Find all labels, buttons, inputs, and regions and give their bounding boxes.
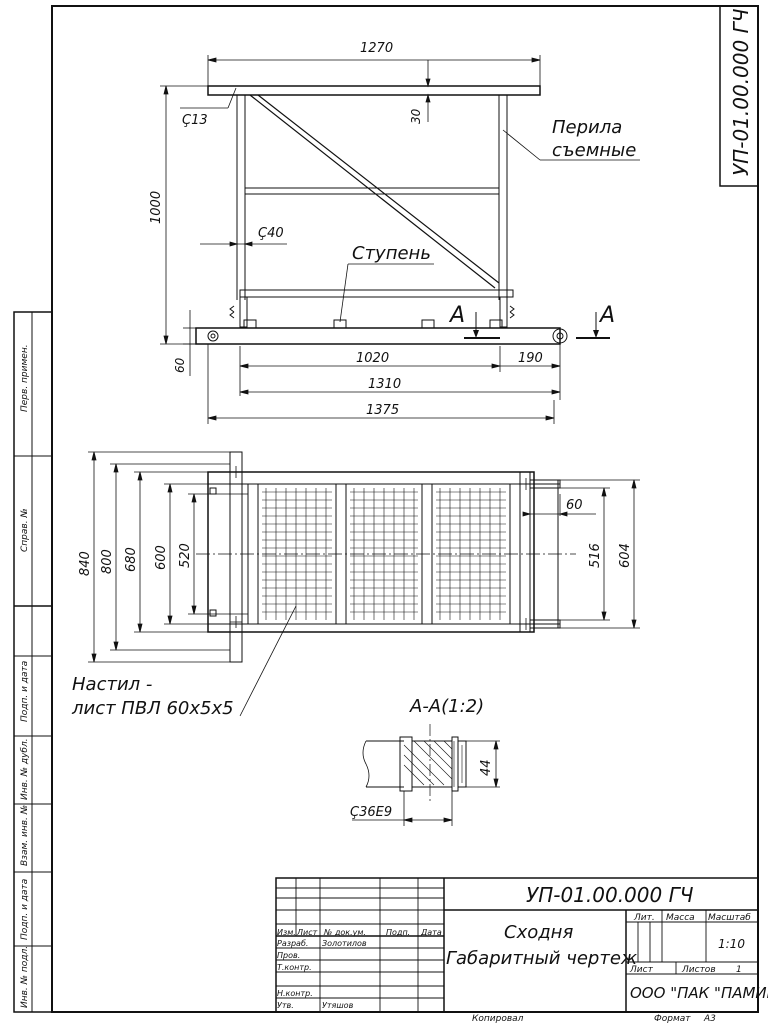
section-label-right: A (598, 303, 615, 328)
row-prov: Пров. (277, 951, 300, 960)
label-step: Ступень (352, 243, 431, 264)
row-utv-name: Утяшов (322, 1001, 354, 1010)
dim-section-height: 44 (479, 759, 494, 776)
stamp-podp-data-1: Подп. и дата (20, 661, 30, 722)
col-date: Дата (420, 928, 442, 937)
label-decking-1: Настил - (72, 674, 152, 695)
dim-span1: 1020 (356, 351, 389, 366)
stamp-podp-data-2: Подп. и дата (20, 879, 30, 940)
plan-labels: 840 800 680 600 520 60 516 604 Настил - … (71, 498, 633, 719)
dim-pipe-top: Ç13 (182, 113, 208, 128)
label-lit: Лит. (633, 913, 655, 923)
dim-width-top: 1270 (360, 41, 393, 56)
row-utv: Утв. (277, 1001, 294, 1010)
row-razrab-name: Золотилов (322, 939, 367, 948)
dim-base-height: 60 (173, 357, 187, 373)
label-railing-2: съемные (552, 140, 636, 161)
dim-pipe-mid: Ç40 (258, 226, 284, 241)
title-name-1: Сходня (504, 922, 573, 943)
dim-60: 60 (566, 498, 583, 513)
label-massa: Масса (666, 913, 695, 923)
footer-format: А3 (703, 1014, 716, 1024)
label-sheet: Лист (629, 965, 654, 975)
plan-view (196, 451, 576, 663)
title-block (275, 877, 759, 1013)
dim-604: 604 (618, 543, 633, 568)
stamp-sprav-no: Справ. № (20, 508, 30, 552)
dim-600: 600 (154, 545, 169, 570)
row-nkontr: Н.контр. (277, 989, 313, 998)
label-railing-1: Перила (552, 117, 622, 138)
stamp-perv-primen: Перв. примен. (20, 344, 30, 412)
title-block-code: УП-01.00.000 ГЧ (526, 883, 694, 907)
value-scale: 1:10 (718, 937, 745, 951)
stamp-vzam-inv: Взам. инв. № (20, 805, 30, 866)
dim-section-fit: Ç36E9 (350, 805, 392, 820)
section-view (362, 724, 467, 802)
section-title: A-A(1:2) (409, 696, 484, 717)
section-markers (464, 312, 610, 339)
label-sheets: Листов (681, 965, 716, 975)
company-name: ООО "ПАК "ПАМИР" (630, 984, 768, 1002)
sheet-frame (13, 5, 759, 1013)
row-razrab: Разраб. (277, 939, 308, 948)
dim-span2: 190 (518, 351, 543, 366)
label-decking-2: лист ПВЛ 60х5х5 (71, 698, 234, 719)
front-view (195, 85, 568, 345)
stamp-inv-podl: Инв. № подл. (20, 946, 30, 1008)
dim-516: 516 (588, 543, 603, 568)
front-labels: 1270 1000 30 Ç13 Ç40 60 1020 190 1310 13… (149, 41, 636, 418)
dim-800: 800 (100, 549, 115, 574)
dim-span3: 1310 (368, 377, 401, 392)
document-code-stamp: УП-01.00.000 ГЧ (729, 8, 753, 176)
dim-520: 520 (178, 543, 193, 568)
col-doc-no: № док.ум. (323, 928, 366, 937)
side-stamps: Перв. примен. Справ. № Подп. и дата Инв.… (20, 344, 30, 1008)
footer-format-label: Формат (654, 1014, 691, 1024)
plan-dimensions (88, 451, 640, 717)
footer-copied: Копировал (472, 1014, 524, 1024)
section-dimensions (352, 740, 500, 826)
stamp-inv-dubl: Инв. № дубл. (20, 738, 30, 800)
row-tkontr: Т.контр. (277, 963, 312, 972)
front-dimensions (160, 55, 640, 424)
col-sign: Подп. (386, 928, 410, 937)
dim-span4: 1375 (366, 403, 399, 418)
title-name-2: Габаритный чертеж (446, 948, 638, 969)
footer: Копировал Формат А3 (472, 1014, 716, 1024)
title-block-text: УП-01.00.000 ГЧ Сходня Габаритный чертеж… (277, 883, 768, 1010)
col-list: Лист (296, 928, 318, 937)
label-masshtab: Масштаб (708, 913, 751, 923)
section-labels: A-A(1:2) 44 Ç36E9 (350, 696, 494, 820)
value-sheets-count: 1 (736, 965, 742, 975)
dim-height: 1000 (149, 191, 164, 224)
dim-680: 680 (124, 547, 139, 572)
col-izm: Изм. (277, 928, 296, 937)
dim-top-offset: 30 (409, 108, 423, 124)
dim-840: 840 (78, 551, 93, 576)
section-label-left: A (448, 303, 465, 328)
